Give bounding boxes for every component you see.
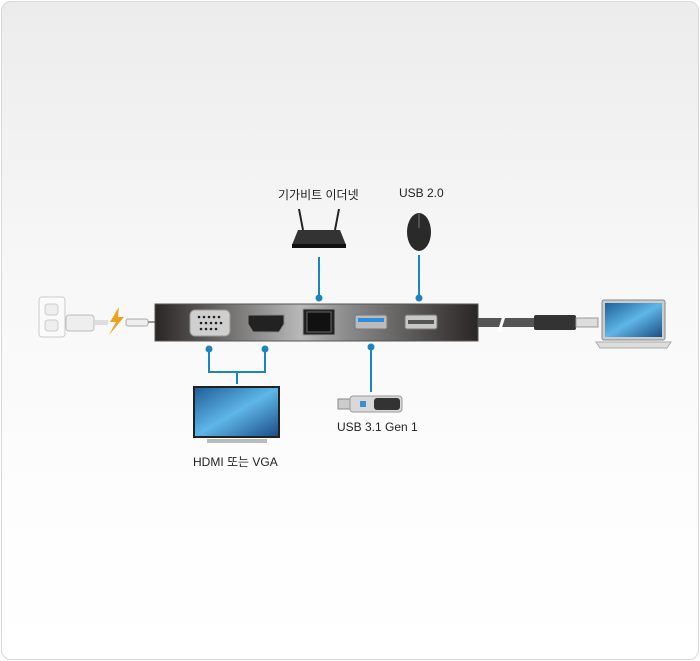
monitor-icon <box>193 386 280 443</box>
usb-c-hub <box>154 303 479 342</box>
laptop-icon <box>595 299 672 349</box>
display-label: HDMI 또는 VGA <box>193 455 278 469</box>
usb-flash-drive-icon <box>337 395 403 413</box>
usb31-label: USB 3.1 Gen 1 <box>337 420 418 434</box>
hdmi-port-icon <box>247 314 285 333</box>
wall-outlet-icon <box>38 296 108 338</box>
power-bolt-icon <box>109 307 124 335</box>
usb-c-cable-icon <box>125 318 149 327</box>
usb2-label: USB 2.0 <box>399 186 444 200</box>
mouse-icon <box>407 213 431 251</box>
router-icon <box>292 208 346 248</box>
ethernet-label: 기가비트 이더넷 <box>278 188 359 202</box>
usb-c-cable <box>478 312 599 333</box>
